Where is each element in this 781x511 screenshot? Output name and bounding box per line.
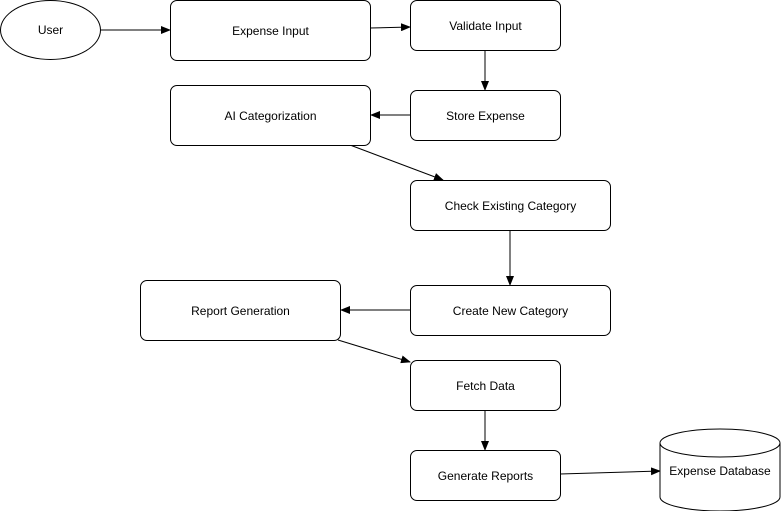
fetch-data-node[interactable]: Fetch Data bbox=[410, 360, 561, 411]
generate-reports-node[interactable]: Generate Reports bbox=[410, 450, 561, 501]
edge-ai-categorization-to-check-existing-category bbox=[349, 144, 444, 181]
expense-database-node[interactable]: Expense Database bbox=[659, 428, 781, 511]
ai-categorization-label: AI Categorization bbox=[224, 108, 317, 123]
fetch-data-label: Fetch Data bbox=[456, 378, 515, 393]
check-existing-category-node[interactable]: Check Existing Category bbox=[410, 180, 611, 231]
expense-database-label: Expense Database bbox=[669, 464, 771, 478]
create-new-category-node[interactable]: Create New Category bbox=[410, 285, 611, 336]
check-existing-category-label: Check Existing Category bbox=[444, 198, 577, 213]
edge-report-generation-to-fetch-data bbox=[337, 339, 411, 364]
create-new-category-label: Create New Category bbox=[452, 303, 569, 318]
generate-reports-label: Generate Reports bbox=[437, 468, 534, 483]
report-generation-node[interactable]: Report Generation bbox=[140, 280, 341, 341]
store-expense-node[interactable]: Store Expense bbox=[410, 90, 561, 141]
validate-input-node[interactable]: Validate Input bbox=[410, 0, 561, 51]
store-expense-label: Store Expense bbox=[446, 108, 525, 123]
user-node[interactable]: User bbox=[0, 0, 101, 60]
report-generation-label: Report Generation bbox=[191, 303, 290, 318]
edge-generate-reports-to-expense-database bbox=[559, 467, 661, 476]
user-label: User bbox=[37, 23, 64, 37]
validate-input-label: Validate Input bbox=[449, 18, 522, 33]
edge-expense-input-to-validate-input bbox=[369, 23, 411, 32]
expense-input-node[interactable]: Expense Input bbox=[170, 0, 371, 61]
expense-input-label: Expense Input bbox=[232, 23, 309, 38]
ai-categorization-node[interactable]: AI Categorization bbox=[170, 85, 371, 146]
